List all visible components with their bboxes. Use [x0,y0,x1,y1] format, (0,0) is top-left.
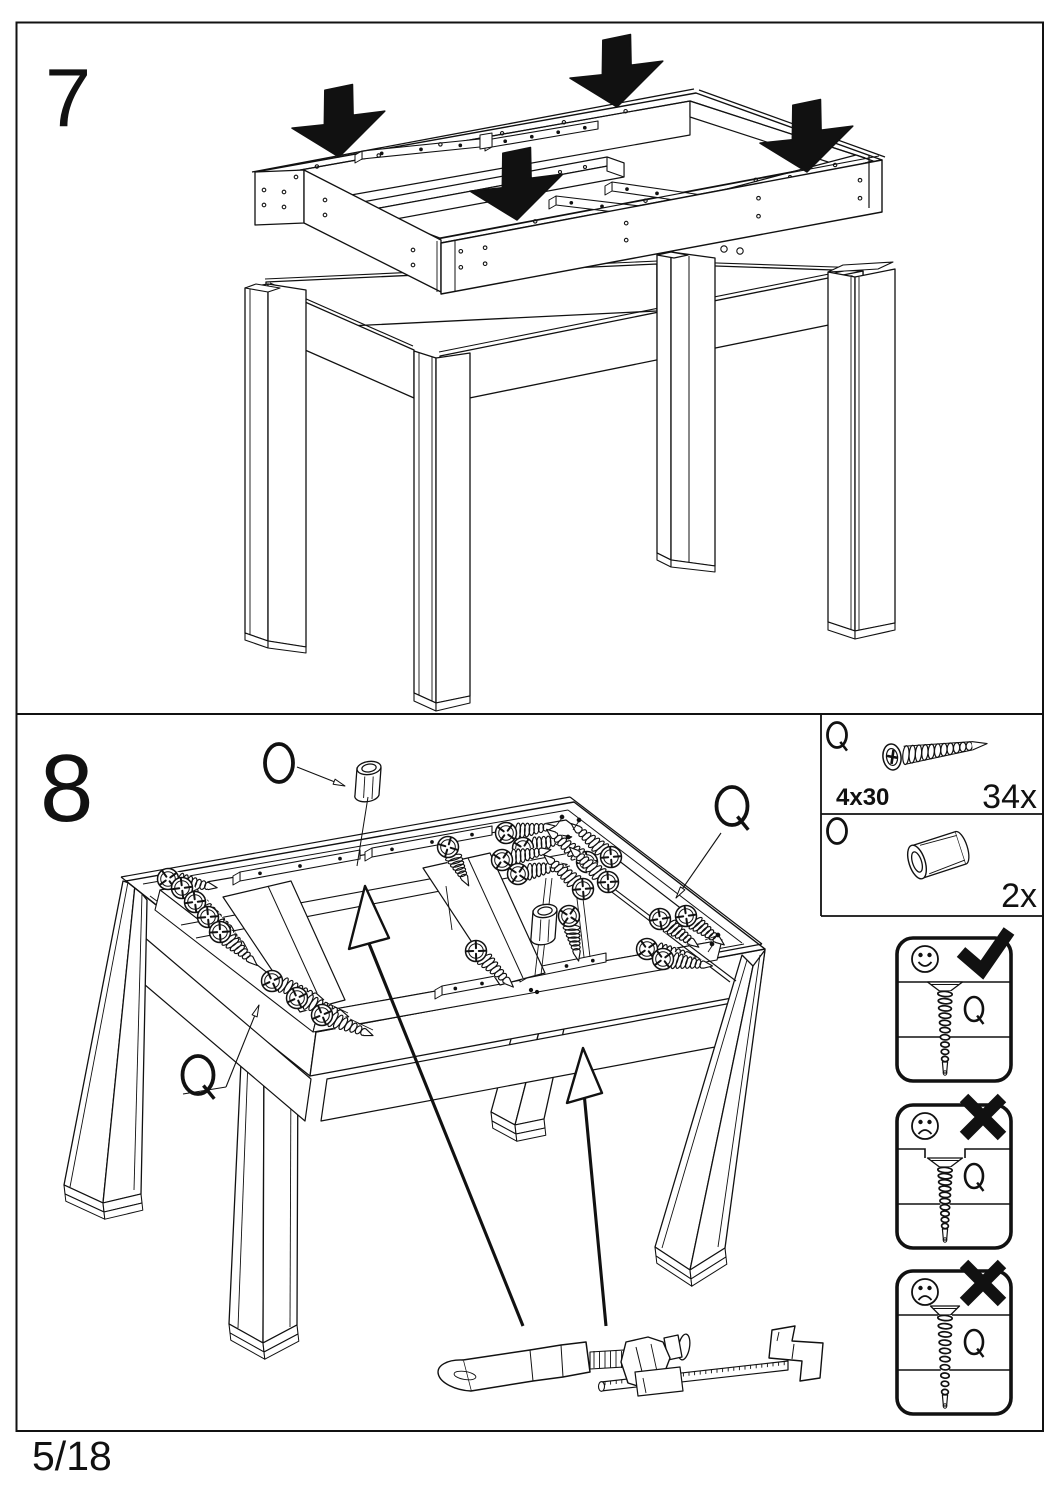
svg-text:4x30: 4x30 [836,784,889,811]
svg-text:2x: 2x [1001,877,1037,915]
svg-text:34x: 34x [982,778,1037,816]
svg-text:5/18: 5/18 [32,1433,112,1479]
svg-text:7: 7 [45,51,91,144]
svg-text:8: 8 [40,735,93,842]
